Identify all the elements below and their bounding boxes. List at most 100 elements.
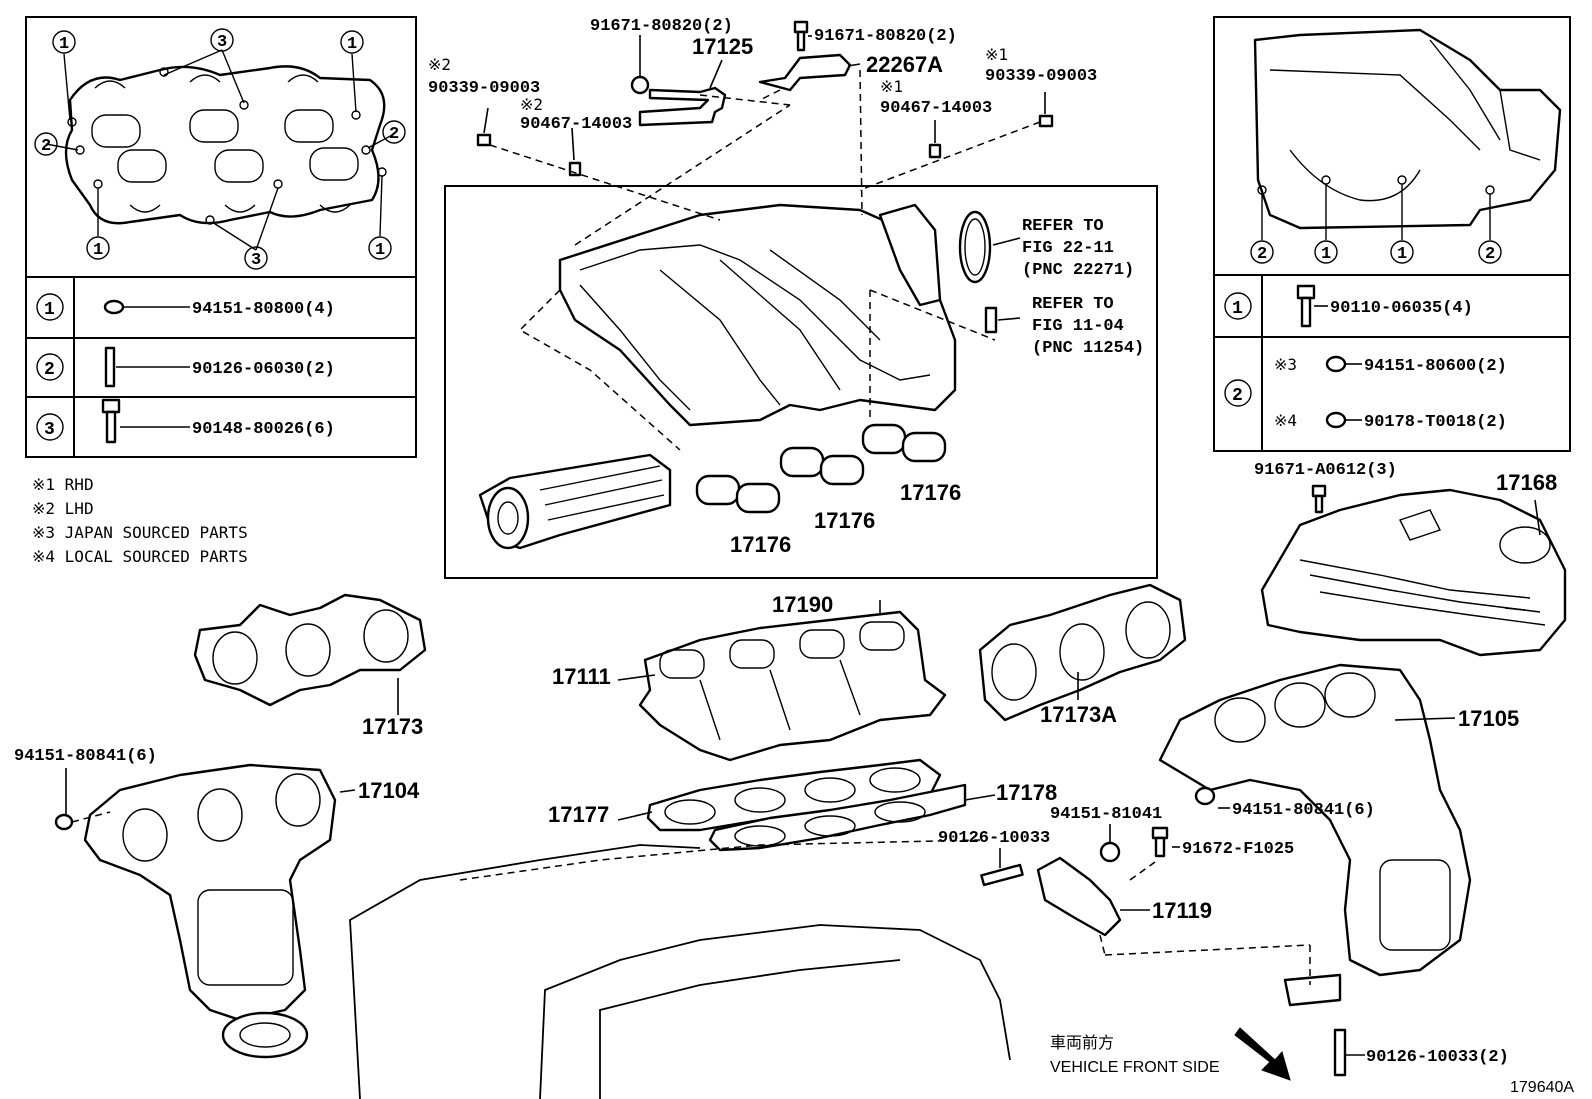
gasket-17176-set xyxy=(695,423,947,514)
heat-insulator-17168 xyxy=(1260,488,1567,657)
label-rhd-mark-a: ※1 xyxy=(985,45,1008,64)
diagram-id: 179640A xyxy=(1510,1079,1574,1096)
label-top-bolt-a: 91671-80820(2) xyxy=(590,17,733,36)
label-refer1-c: (PNC 22271) xyxy=(1022,261,1134,280)
label-nut-right: 94151-80841(6) xyxy=(1232,801,1375,820)
callout-1c: 1 xyxy=(93,241,103,260)
right-table: 1 2 90110-06035(4) ※3 94151-80600(2) ※4 … xyxy=(1224,284,1507,432)
label-stud-a: 90126-10033 xyxy=(938,829,1050,848)
nut-icon xyxy=(1325,355,1347,373)
label-17105: 17105 xyxy=(1458,706,1519,731)
left-part-3: 90148-80026(6) xyxy=(192,420,335,439)
label-17104: 17104 xyxy=(358,778,420,803)
left-key-2: 2 xyxy=(44,360,55,380)
intake-manifold-17111 xyxy=(638,610,947,762)
bolt-icon xyxy=(630,75,650,95)
nut-icon xyxy=(1325,411,1347,429)
label-bolt-c: 91672-F1025 xyxy=(1182,840,1294,859)
stud-icon xyxy=(980,863,1024,887)
label-refer2-a: REFER TO xyxy=(1032,295,1114,314)
engine-block-outline xyxy=(349,839,1011,1099)
r-callout-1a: 1 xyxy=(1321,245,1331,264)
label-refer1-b: FIG 22-11 xyxy=(1022,239,1114,258)
callout-2b: 2 xyxy=(389,125,399,144)
outlet-flange xyxy=(221,1011,309,1059)
label-bolt-d: 91671-A0612(3) xyxy=(1254,461,1397,480)
label-17119: 17119 xyxy=(1152,898,1212,923)
label-refer2-b: FIG 11-04 xyxy=(1032,317,1124,336)
label-17176-a: 17176 xyxy=(900,480,961,505)
intake-assembly xyxy=(444,104,1158,579)
bolt-head-icon xyxy=(101,398,121,414)
label-17111: 17111 xyxy=(552,664,611,689)
right-part-1: 90110-06035(4) xyxy=(1330,299,1473,318)
throttle-body xyxy=(878,203,942,307)
nut-icon xyxy=(1194,786,1216,806)
callout-leaders xyxy=(45,49,395,251)
label-17176-b: 17176 xyxy=(814,508,875,533)
r-callout-2b: 2 xyxy=(1485,245,1495,264)
right-key-1: 1 xyxy=(1232,299,1243,319)
label-refer2-c: (PNC 11254) xyxy=(1032,339,1144,358)
callout-circles: 1 1 1 1 2 2 3 3 xyxy=(34,28,406,270)
right-inset: 2 1 1 2 1 2 90110-06035(4) ※3 94151-8060… xyxy=(1213,16,1571,452)
label-17177: 17177 xyxy=(548,802,609,827)
label-nut-b: 94151-81041 xyxy=(1050,805,1162,824)
label-17176-c: 17176 xyxy=(730,532,791,557)
left-inset: 1 1 1 1 2 2 3 3 1 2 3 94151-80800(4) 901… xyxy=(25,16,417,458)
stud-icon xyxy=(1333,1028,1347,1077)
legend-notes: ※1 RHD ※2 LHD ※3 JAPAN SOURCED PARTS ※4 … xyxy=(32,475,248,566)
label-lhd-pin: 90339-09003 xyxy=(428,79,540,98)
note-lhd: ※2 LHD xyxy=(32,499,94,518)
label-17178: 17178 xyxy=(996,780,1057,805)
exhaust-gasket-17173 xyxy=(193,593,427,707)
nut-icon xyxy=(103,299,125,315)
label-rhd-pin: 90339-09003 xyxy=(985,67,1097,86)
callout-1a: 1 xyxy=(59,35,69,54)
note-japan: ※3 JAPAN SOURCED PARTS xyxy=(32,523,248,542)
right-part-2a: 94151-80600(2) xyxy=(1364,357,1507,376)
callout-3b: 3 xyxy=(251,251,261,270)
vehicle-front-arrow xyxy=(1234,1027,1291,1081)
bolt-head-icon xyxy=(1296,284,1316,300)
nut-icon xyxy=(1099,841,1121,863)
label-17173: 17173 xyxy=(362,714,423,739)
label-front-jp: 車両前方 xyxy=(1050,1033,1114,1052)
label-lhd-mark-a: ※2 xyxy=(428,55,451,74)
callout-1b: 1 xyxy=(347,35,357,54)
right-part-2b: 90178-T0018(2) xyxy=(1364,413,1507,432)
bracket-17119 xyxy=(1036,856,1122,937)
callout-3a: 3 xyxy=(217,33,227,52)
bolt-shank-icon xyxy=(1300,296,1312,328)
label-top-bolt-b: 91671-80820(2) xyxy=(814,27,957,46)
left-part-2: 90126-06030(2) xyxy=(192,360,335,379)
label-17125: 17125 xyxy=(692,34,753,59)
label-17168: 17168 xyxy=(1496,470,1557,495)
leader-lines xyxy=(339,237,1541,1056)
right-mark-a: ※3 xyxy=(1274,355,1297,374)
label-front-en: VEHICLE FRONT SIDE xyxy=(1050,1059,1220,1076)
bolt-icon xyxy=(793,20,809,34)
left-table: 1 2 3 94151-80800(4) 90126-06030(2) 9014… xyxy=(36,293,335,444)
label-stud-b: 90126-10033(2) xyxy=(1366,1048,1509,1067)
r-callout-1b: 1 xyxy=(1397,245,1407,264)
part-labels: 91671-80820(2) 17125 91671-80820(2) 2226… xyxy=(14,17,1574,1096)
label-refer1-a: REFER TO xyxy=(1022,217,1104,236)
right-mark-b: ※4 xyxy=(1274,411,1297,430)
exhaust-gasket-17173A xyxy=(978,583,1187,722)
r-callout-2a: 2 xyxy=(1257,245,1267,264)
bolt-shank-icon xyxy=(105,410,117,444)
label-lhd-clip: 90467-14003 xyxy=(520,115,632,134)
right-key-2: 2 xyxy=(1232,386,1243,406)
callout-1d: 1 xyxy=(375,241,385,260)
label-lhd-mark-b: ※2 xyxy=(520,95,543,114)
label-nut-left: 94151-80841(6) xyxy=(14,747,157,766)
stud-icon xyxy=(104,346,116,388)
note-local: ※4 LOCAL SOURCED PARTS xyxy=(32,547,248,566)
exhaust-manifold-17104 xyxy=(83,763,337,1022)
heat-shield-sketch xyxy=(1253,28,1562,230)
label-22267A: 22267A xyxy=(866,52,943,77)
top-fasteners xyxy=(476,20,1054,221)
